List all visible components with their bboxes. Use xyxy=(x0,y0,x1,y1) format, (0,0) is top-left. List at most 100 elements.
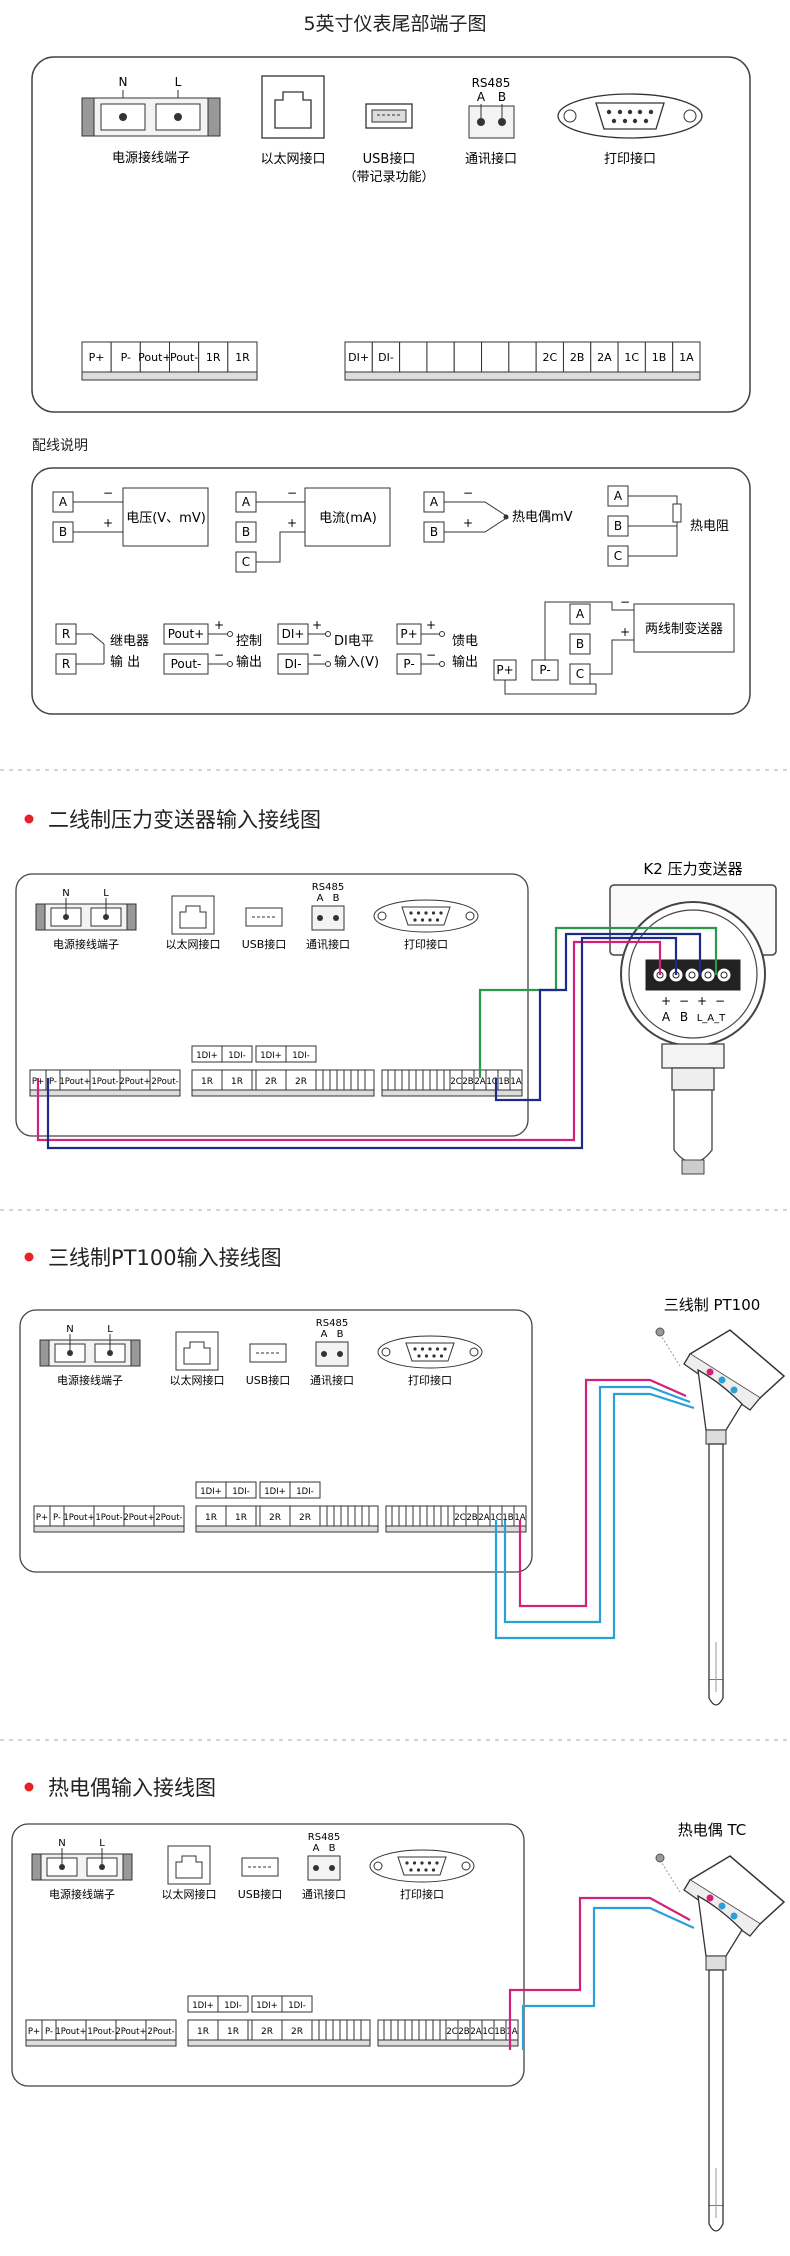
mini-rs485-b: B xyxy=(337,1329,344,1340)
svg-text:Pout+: Pout+ xyxy=(168,627,205,641)
mini-di-cell xyxy=(289,1481,321,1499)
mini-di-cell xyxy=(221,1045,253,1063)
ethernet-port-icon xyxy=(274,91,312,129)
mini-left-label: P- xyxy=(49,1077,57,1087)
mini-rs485-a: A xyxy=(317,893,324,904)
rs485-a-label: A xyxy=(477,90,486,104)
ethernet-port-label: 以太网接口 xyxy=(260,151,325,167)
mini-db9-icon xyxy=(405,1342,455,1362)
usb-port-sublabel: （带记录功能） xyxy=(343,170,434,185)
svg-text:−: − xyxy=(103,486,113,500)
mini-left-label: 2Pout+ xyxy=(115,2027,146,2037)
svg-text:B: B xyxy=(242,525,250,539)
mini-eth-label: 以太网接口 xyxy=(162,1888,217,1901)
svg-text:R: R xyxy=(62,657,70,671)
svg-text:+: + xyxy=(620,625,630,639)
section3-title: 三线制PT100输入接线图 xyxy=(48,1246,282,1270)
pt100-device-label: 三线制 PT100 xyxy=(664,1296,761,1314)
svg-text:B: B xyxy=(614,519,622,533)
svg-text:C: C xyxy=(576,667,584,681)
svg-text:DI-: DI- xyxy=(284,657,301,671)
mini-di-label: 1DI- xyxy=(228,1051,246,1061)
wiring-two-wire-transmitter: A B C 两线制变送器 − + P+ P- xyxy=(493,595,735,695)
svg-text:Pout-: Pout- xyxy=(171,657,202,671)
right-strip-label: 1B xyxy=(652,351,667,364)
svg-text:A: A xyxy=(242,495,251,509)
svg-text:P+: P+ xyxy=(400,627,417,641)
pressure-wires xyxy=(36,926,718,1150)
wiring-relay: R R 继电器 输 出 xyxy=(55,623,149,675)
svg-text:输入(V): 输入(V) xyxy=(334,654,379,670)
svg-text:−: − xyxy=(620,595,630,609)
mini-right-label: 2C xyxy=(454,1513,465,1523)
mini-mid-label: 1R xyxy=(201,1077,213,1087)
svg-text:−: − xyxy=(287,486,297,500)
mini-left-cell xyxy=(153,1505,185,1527)
svg-text:A: A xyxy=(576,607,585,621)
mini-mid-label: 2R xyxy=(295,1077,307,1087)
terminal-screw-icon xyxy=(716,967,732,983)
svg-text:输 出: 输 出 xyxy=(110,654,140,670)
right-strip-label: DI+ xyxy=(348,351,369,364)
mini-di-label: 1DI+ xyxy=(260,1051,282,1061)
mini-mid-label: 2R xyxy=(261,2027,273,2037)
right-strip-cell xyxy=(399,341,428,373)
usb-port-label: USB接口 xyxy=(363,151,416,167)
mini-di-cell xyxy=(281,1995,313,2013)
mini-mid-label: 1R xyxy=(197,2027,209,2037)
svg-text:+: + xyxy=(426,618,436,632)
right-strip-cell xyxy=(508,341,537,373)
mini-mid-label: 1R xyxy=(235,1513,247,1523)
mini-screw-icon xyxy=(59,1864,65,1870)
mini-power-l: L xyxy=(107,1324,113,1335)
right-strip-cell xyxy=(453,341,483,373)
left-strip-label: 1R xyxy=(235,351,250,364)
right-strip-label: 1C xyxy=(624,351,639,364)
svg-text:A: A xyxy=(59,495,68,509)
rs485-port: RS485 A B 通讯接口 xyxy=(465,76,517,167)
wiring-thermocouple: A B − + 热电偶mV xyxy=(423,486,573,543)
terminal-screw-icon xyxy=(700,967,716,983)
mini-screw-icon xyxy=(99,1864,105,1870)
db9-connector-icon xyxy=(595,102,665,130)
mini-right-label: 2C xyxy=(446,2027,457,2037)
mini-mid-cell xyxy=(221,1069,253,1091)
mini-left-label: 1Pout+ xyxy=(55,2027,86,2037)
mini-print-label: 打印接口 xyxy=(404,937,448,951)
svg-text:B: B xyxy=(680,1010,688,1024)
mini-print-label: 打印接口 xyxy=(408,1373,452,1387)
left-strip-cell xyxy=(81,341,112,373)
right-strip-label: 2B xyxy=(570,351,585,364)
wiring-feed-output: P+ P- + − 馈电 输出 xyxy=(396,618,478,675)
mini-left-label: 1Pout- xyxy=(87,2027,114,2037)
left-strip-cell xyxy=(139,341,170,373)
svg-text:P-: P- xyxy=(403,657,414,671)
mini-usb-label: USB接口 xyxy=(246,1374,291,1387)
mini-rs485-a: A xyxy=(313,1843,320,1854)
left-strip-cell xyxy=(169,341,200,373)
mini-rs485-a: A xyxy=(321,1329,328,1340)
svg-text:−: − xyxy=(214,648,224,662)
mini-left-label: 2Pout- xyxy=(151,1077,178,1087)
svg-text:A: A xyxy=(430,495,439,509)
pt100-wires xyxy=(494,1378,695,1640)
mini-right-label: 2C xyxy=(450,1077,461,1087)
right-strip-cell xyxy=(535,341,564,373)
rear-panel-frame xyxy=(31,56,751,413)
mini-left-label: P- xyxy=(53,1513,61,1523)
wiring-rtd: A B C 热电阻 xyxy=(607,485,729,567)
mini-left-label: P+ xyxy=(36,1513,48,1523)
section3-bullet xyxy=(24,1252,34,1262)
power-screw-icon xyxy=(174,113,182,121)
mini-right-label: 2A xyxy=(474,1077,485,1087)
svg-text:A: A xyxy=(662,1010,671,1024)
left-strip-cell xyxy=(198,341,229,373)
mini-di-cell xyxy=(217,1995,249,2013)
left-strip-label: 1R xyxy=(206,351,221,364)
resistor-icon xyxy=(672,503,682,523)
rs485-b-label: B xyxy=(498,90,506,104)
mini-right-label: 1B xyxy=(498,1077,509,1087)
svg-text:−: − xyxy=(312,648,322,662)
